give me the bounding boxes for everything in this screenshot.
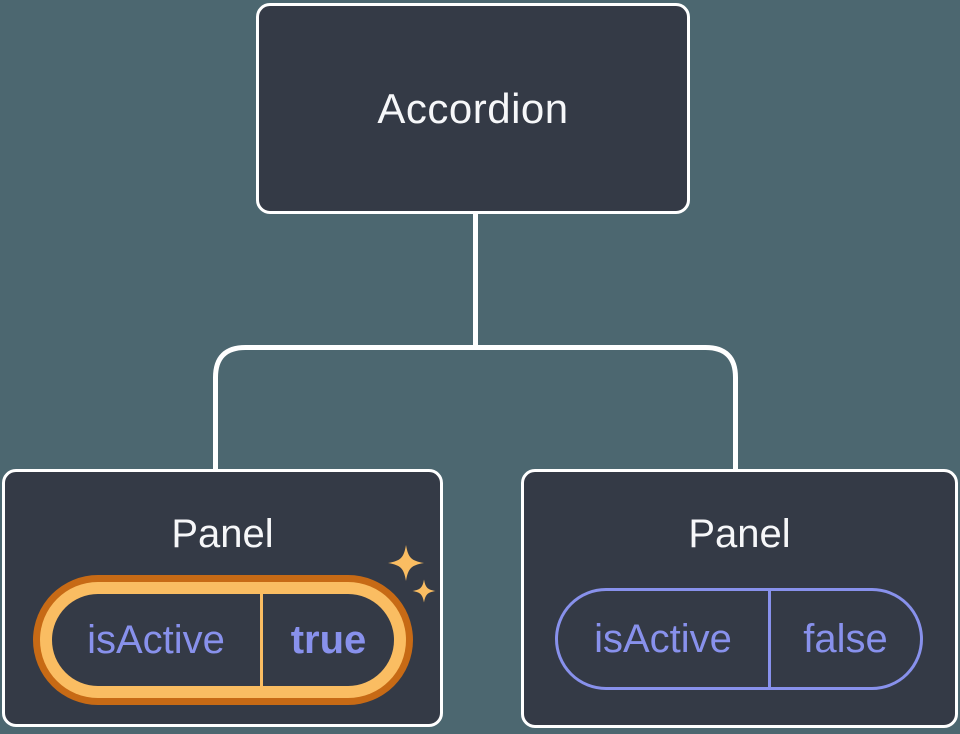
sparkle-small-icon bbox=[412, 579, 436, 603]
node-panel-active: Panel isActive true bbox=[2, 469, 443, 727]
state-value-label: false bbox=[803, 616, 888, 661]
node-accordion: Accordion bbox=[256, 3, 690, 214]
state-pill-inactive: isActive false bbox=[555, 588, 923, 690]
sparkle-large-icon bbox=[388, 545, 424, 581]
state-name-cell: isActive bbox=[52, 594, 260, 686]
state-value-cell: false bbox=[771, 591, 920, 687]
state-pill-divider bbox=[768, 591, 771, 687]
state-value-cell: true bbox=[263, 594, 394, 686]
node-panel-inactive-label: Panel bbox=[688, 512, 791, 556]
state-value-label: true bbox=[290, 617, 367, 662]
state-name-label: isActive bbox=[594, 616, 732, 661]
node-accordion-label: Accordion bbox=[377, 84, 569, 132]
state-pill-active-body: isActive true bbox=[52, 594, 394, 686]
state-pill-divider bbox=[260, 594, 263, 686]
connector-bracket bbox=[213, 345, 738, 471]
sparkles-icon bbox=[388, 545, 436, 603]
state-name-label: isActive bbox=[87, 617, 225, 662]
state-pill-active: isActive true bbox=[33, 575, 413, 705]
state-name-cell: isActive bbox=[558, 591, 768, 687]
node-panel-active-label: Panel bbox=[171, 512, 274, 556]
node-panel-inactive: Panel isActive false bbox=[521, 469, 958, 728]
